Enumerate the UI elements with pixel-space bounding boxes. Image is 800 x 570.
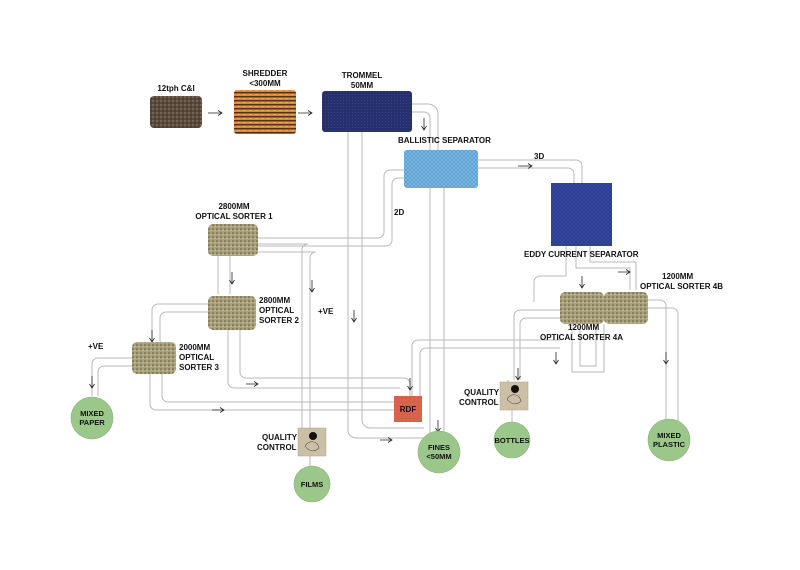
optical-sorter-4b: 1200MM OPTICAL SORTER 4B [604, 272, 723, 324]
diagram-label: SHREDDER [243, 69, 288, 78]
diagram-label: TROMMEL [342, 71, 383, 80]
diagram-label: RDF [400, 405, 417, 414]
arrow-to-fines [380, 437, 393, 443]
diagram-label: CONTROL [459, 398, 499, 407]
shredder: SHREDDER <300MM [234, 69, 296, 134]
arrow-ballistic-fines [435, 420, 441, 433]
diagram-label: MIXED [80, 409, 104, 418]
diagram-label: 2800MM [259, 296, 290, 305]
output-fines: FINES <50MM [417, 430, 461, 474]
diagram-label: SORTER 2 [259, 316, 300, 325]
flow-label-3d: 3D [534, 152, 544, 161]
conveyors [91, 103, 679, 478]
arrow-os3-to-rdf [212, 407, 225, 413]
diagram-label: OPTICAL SORTER 1 [195, 212, 273, 221]
diagram-label: SORTER 3 [179, 363, 220, 372]
diagram-label: BOTTLES [495, 436, 530, 445]
flow-label-positive-os1: +VE [318, 307, 334, 316]
diagram-label: PAPER [79, 418, 105, 427]
arrow-trommel-fines [351, 310, 357, 323]
rdf-bin: RDF [394, 396, 422, 422]
diagram-label: QUALITY [262, 433, 298, 442]
optical-sorter-2: 2800MM OPTICAL SORTER 2 [208, 296, 300, 330]
flow-label-2d: 2D [394, 208, 404, 217]
diagram-label: 1200MM [568, 323, 599, 332]
arrow-os3-to-paper [89, 376, 95, 389]
inspector-icon [511, 385, 519, 393]
arrow-4a-to-qc [515, 368, 521, 381]
quality-control-bottles: QUALITY CONTROL [459, 381, 529, 411]
arrow-shredder-to-trommel [298, 110, 313, 116]
diagram-label: CONTROL [257, 443, 297, 452]
inspector-icon [309, 432, 317, 440]
arrow-eddy-to-4a [579, 276, 585, 289]
eddy-current-separator: EDDY CURRENT SEPARATOR [524, 183, 639, 259]
flow-label-positive-os3: +VE [88, 342, 104, 351]
arrow-os1-to-os2 [229, 272, 235, 285]
arrow-4a-down [553, 352, 559, 365]
optical-sorter-3: 2000MM OPTICAL SORTER 3 [132, 342, 220, 374]
arrow-feed-to-shredder [208, 110, 223, 116]
arrow-trommel-to-ballistic [421, 118, 427, 131]
arrow-eddy-to-4b [618, 269, 631, 275]
diagram-label: FINES [428, 443, 450, 452]
diagram-label: OPTICAL [179, 353, 214, 362]
arrow-to-rdf [407, 378, 413, 391]
optical-sorter-1: 2800MM OPTICAL SORTER 1 [195, 202, 273, 256]
diagram-label: 1200MM [662, 272, 693, 281]
output-mixed-paper: MIXED PAPER [70, 396, 114, 440]
arrow-4b-to-plastic [663, 352, 669, 365]
flow-arrows [89, 110, 669, 443]
diagram-label: QUALITY [464, 388, 500, 397]
diagram-label: OPTICAL [259, 306, 294, 315]
output-bottles: BOTTLES [493, 421, 531, 459]
diagram-label: FILMS [301, 480, 324, 489]
diagram-label: <50MM [426, 452, 451, 461]
diagram-label: PLASTIC [653, 440, 686, 449]
ballistic-separator: BALLISTIC SEPARATOR [398, 136, 491, 188]
optical-sorter-4a: 1200MM OPTICAL SORTER 4A [540, 292, 623, 342]
feed-hopper: 12tph C&I [150, 84, 202, 128]
diagram-label: 2000MM [179, 343, 210, 352]
arrow-ballistic-3d [518, 163, 533, 169]
diagram-label: 2800MM [218, 202, 249, 211]
diagram-label: 12tph C&I [157, 84, 194, 93]
diagram-label: OPTICAL SORTER 4A [540, 333, 623, 342]
diagram-label: EDDY CURRENT SEPARATOR [524, 250, 639, 259]
diagram-label: BALLISTIC SEPARATOR [398, 136, 491, 145]
output-films: FILMS [293, 465, 331, 503]
quality-control-films: QUALITY CONTROL [257, 427, 327, 457]
output-mixed-plastic: MIXED PLASTIC [647, 418, 691, 462]
diagram-label: <300MM [249, 79, 281, 88]
arrow-os2-to-rdf [246, 381, 259, 387]
arrow-os2-to-os3 [149, 330, 155, 343]
diagram-label: OPTICAL SORTER 4B [640, 282, 723, 291]
diagram-label: 50MM [351, 81, 374, 90]
diagram-label: MIXED [657, 431, 681, 440]
trommel: TROMMEL 50MM [322, 71, 412, 132]
arrow-os1-positive [309, 280, 315, 293]
